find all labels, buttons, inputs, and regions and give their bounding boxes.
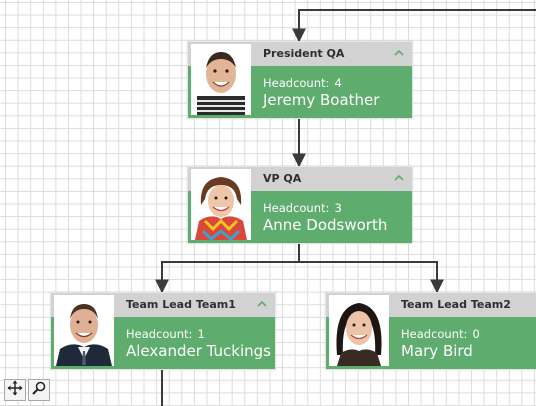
view-toolbar <box>4 379 52 401</box>
connector-vp-to-team1 <box>155 243 300 294</box>
person-photo-icon <box>54 295 114 366</box>
headcount-value: 4 <box>334 76 342 90</box>
headcount-value: 3 <box>334 201 342 215</box>
org-node-president-qa[interactable]: President QA Headcount: 4 Jeremy Boather <box>187 41 413 119</box>
job-title: Team Lead Team2 <box>401 298 511 311</box>
org-node-team-lead-team1[interactable]: Team Lead Team1 Headcount: 1 Alexander T… <box>50 292 276 370</box>
connector-parent-to-president <box>292 9 536 43</box>
org-node-team-lead-team2[interactable]: Team Lead Team2 Headcount: 0 Mary Bird <box>325 292 536 370</box>
pan-button[interactable] <box>4 379 26 401</box>
collapse-chevron-icon[interactable] <box>392 170 406 184</box>
headcount-label: Headcount: <box>401 327 468 341</box>
collapse-chevron-icon[interactable] <box>392 45 406 59</box>
magnifier-icon <box>31 380 47 400</box>
zoom-button[interactable] <box>28 379 50 401</box>
headcount-label: Headcount: <box>126 327 193 341</box>
headcount-label: Headcount: <box>263 76 330 90</box>
headcount-line: Headcount: 3 <box>263 197 342 216</box>
person-photo-icon <box>191 44 251 115</box>
headcount-line: Headcount: 0 <box>401 323 480 342</box>
job-title: President QA <box>263 47 345 60</box>
headcount-label: Headcount: <box>263 201 330 215</box>
person-photo-icon <box>191 169 251 240</box>
headcount-line: Headcount: 4 <box>263 72 342 91</box>
employee-name: Anne Dodsworth <box>263 216 388 234</box>
job-title: VP QA <box>263 172 302 185</box>
headcount-value: 0 <box>472 327 480 341</box>
job-title: Team Lead Team1 <box>126 298 236 311</box>
connector-vp-to-team2 <box>299 261 444 294</box>
person-photo-icon <box>329 295 389 366</box>
headcount-value: 1 <box>197 327 205 341</box>
org-node-vp-qa[interactable]: VP QA Headcount: 3 Anne Dodsworth <box>187 166 413 244</box>
employee-name: Jeremy Boather <box>263 91 380 109</box>
headcount-line: Headcount: 1 <box>126 323 205 342</box>
employee-name: Alexander Tuckings <box>126 342 271 360</box>
move-arrows-icon <box>7 380 23 400</box>
collapse-chevron-icon[interactable] <box>255 296 269 310</box>
employee-name: Mary Bird <box>401 342 473 360</box>
